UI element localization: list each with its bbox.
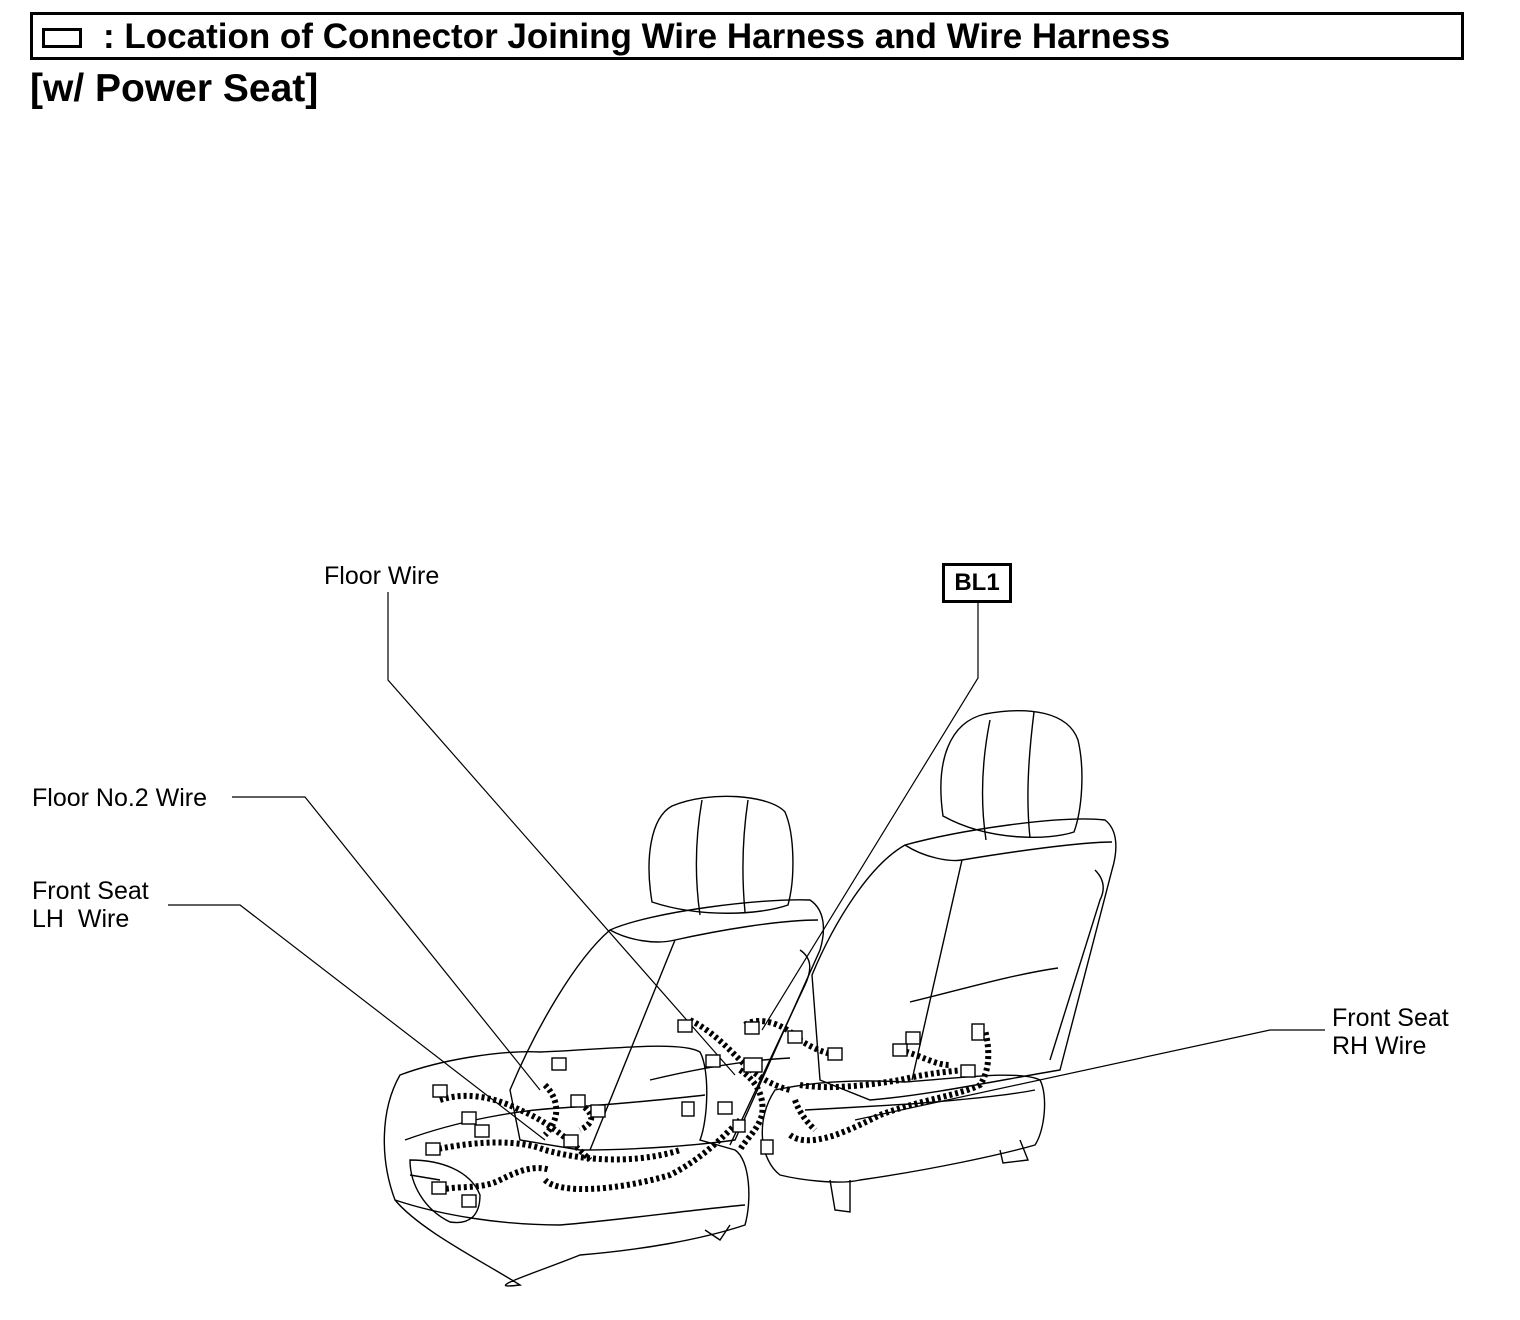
wire-lh-cushion-rear (439, 1092, 593, 1163)
connector-floor-2 (705, 1054, 721, 1068)
connector-floor-1 (677, 1019, 693, 1033)
leader-front-seat-lh-wire (168, 904, 546, 1141)
connector-code-bl1: BL1 (942, 563, 1012, 603)
rh-seat-base (999, 1139, 1029, 1164)
connector-center-3 (732, 1119, 746, 1133)
connector-center-2 (717, 1101, 733, 1115)
connector-lh-9 (590, 1104, 606, 1118)
leader-floor-wire (387, 592, 736, 1076)
leader-lines (168, 592, 1325, 1141)
wire-lh-cushion-front (432, 1139, 681, 1163)
label-front-seat-rh-wire: Front Seat RH Wire (1332, 1004, 1449, 1060)
connector-lh-7 (551, 1057, 567, 1071)
wire-harnesses (432, 1017, 992, 1193)
lh-headrest (648, 795, 794, 914)
connector-lh-1 (432, 1084, 448, 1098)
wire-rh-upper (899, 1047, 951, 1068)
header-box: : Location of Connector Joining Wire Har… (30, 12, 1464, 60)
leader-floor-no2-wire (232, 796, 541, 1091)
wire-lh-side (439, 1165, 551, 1193)
wire-floor-main (542, 1117, 743, 1193)
rh-seatback (811, 818, 1117, 1101)
connectors (425, 1019, 985, 1208)
lh-side-panel (409, 1159, 481, 1224)
label-front-seat-lh-wire: Front Seat LH Wire (32, 877, 149, 933)
connector-lh-5 (431, 1181, 447, 1195)
rh-headrest (940, 710, 1083, 838)
left-seat (383, 795, 825, 1287)
connector-lh-8 (570, 1094, 586, 1108)
connector-lh-11 (681, 1101, 695, 1117)
wire-rh-cushion (788, 1029, 992, 1144)
connector-lh-6 (461, 1194, 477, 1208)
connector-bl1 (744, 1021, 760, 1035)
connector-rh-4 (905, 1031, 921, 1045)
connector-lh-2 (461, 1111, 477, 1125)
lh-cushion (383, 1045, 750, 1287)
leader-bl1 (761, 603, 979, 1031)
lh-seatback (509, 899, 825, 1151)
connector-rh-6 (960, 1064, 976, 1078)
connector-rh-5 (892, 1043, 908, 1057)
right-seat (761, 710, 1117, 1213)
rh-cushion (761, 1074, 1046, 1183)
label-floor-wire: Floor Wire (324, 562, 440, 590)
connector-lh-3 (474, 1124, 490, 1138)
wire-lh-recliner (573, 1097, 595, 1133)
connector-lh-4 (425, 1142, 441, 1156)
connector-legend-symbol (42, 28, 82, 48)
leader-front-seat-rh-wire (854, 1029, 1325, 1121)
subtitle: [w/ Power Seat] (30, 67, 319, 110)
connector-rh-1 (787, 1030, 803, 1044)
wire-floor-center (688, 1017, 791, 1093)
header-title: : Location of Connector Joining Wire Har… (103, 17, 1171, 56)
connector-center-1 (743, 1057, 763, 1073)
wire-rh-lower (792, 1098, 818, 1133)
connector-lh-10 (563, 1134, 579, 1148)
connector-rh-3 (760, 1139, 774, 1155)
connector-rh-2 (827, 1047, 843, 1061)
connector-rh-7 (971, 1023, 985, 1041)
label-floor-no2-wire: Floor No.2 Wire (32, 784, 208, 812)
wire-rh-back (799, 1067, 966, 1091)
